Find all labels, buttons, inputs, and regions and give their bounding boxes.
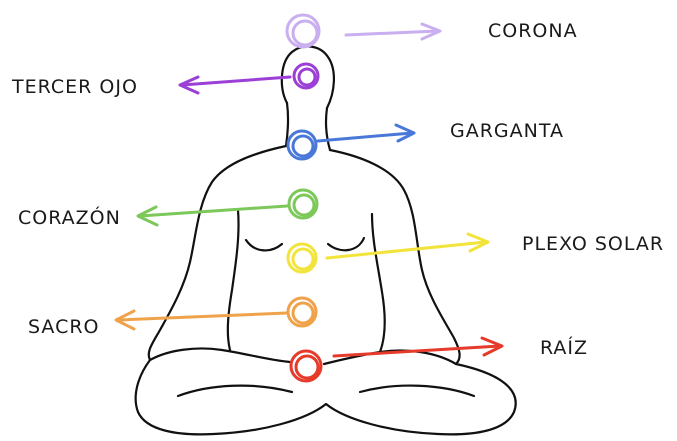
left-arm-outline [149,146,286,360]
sacro-chakra-ring [288,298,316,326]
raiz-chakra-ring [291,351,321,381]
chest-right [328,238,364,250]
chakra-rings [287,15,321,381]
left-hand [150,348,290,362]
tercer-ojo-chakra-ring [294,64,318,88]
plexo-solar-chakra-ring [288,244,316,272]
garganta-chakra-ring [288,131,316,159]
plexo-solar-arrow [327,234,488,258]
chakra-labels: CORONA TERCER OJO GARGANTA CORAZÓN PLEXO… [11,20,664,359]
neck-right [326,108,330,150]
tercer-ojo-label: TERCER OJO [11,76,138,98]
corazon-chakra-ring [289,190,317,218]
corazon-arrow [138,206,287,225]
torso-right [372,214,385,352]
corona-chakra-ring [287,15,319,47]
raiz-arrow [334,338,502,356]
sacro-label: SACRO [28,316,100,338]
corazon-label: CORAZÓN [18,205,121,229]
tercer-ojo-arrow [180,77,290,93]
legs-outline [136,360,516,434]
garganta-label: GARGANTA [450,120,564,142]
torso-left [228,210,239,350]
plexo-solar-label: PLEXO SOLAR [522,233,664,255]
right-leg-fold [360,386,474,396]
garganta-arrow [318,125,414,141]
left-leg-fold [178,386,292,396]
corona-label: CORONA [488,20,578,42]
chest-left [246,240,282,250]
meditating-figure [136,46,516,434]
corona-arrow [346,24,440,39]
raiz-label: RAÍZ [540,336,588,359]
sacro-arrow [116,311,287,329]
